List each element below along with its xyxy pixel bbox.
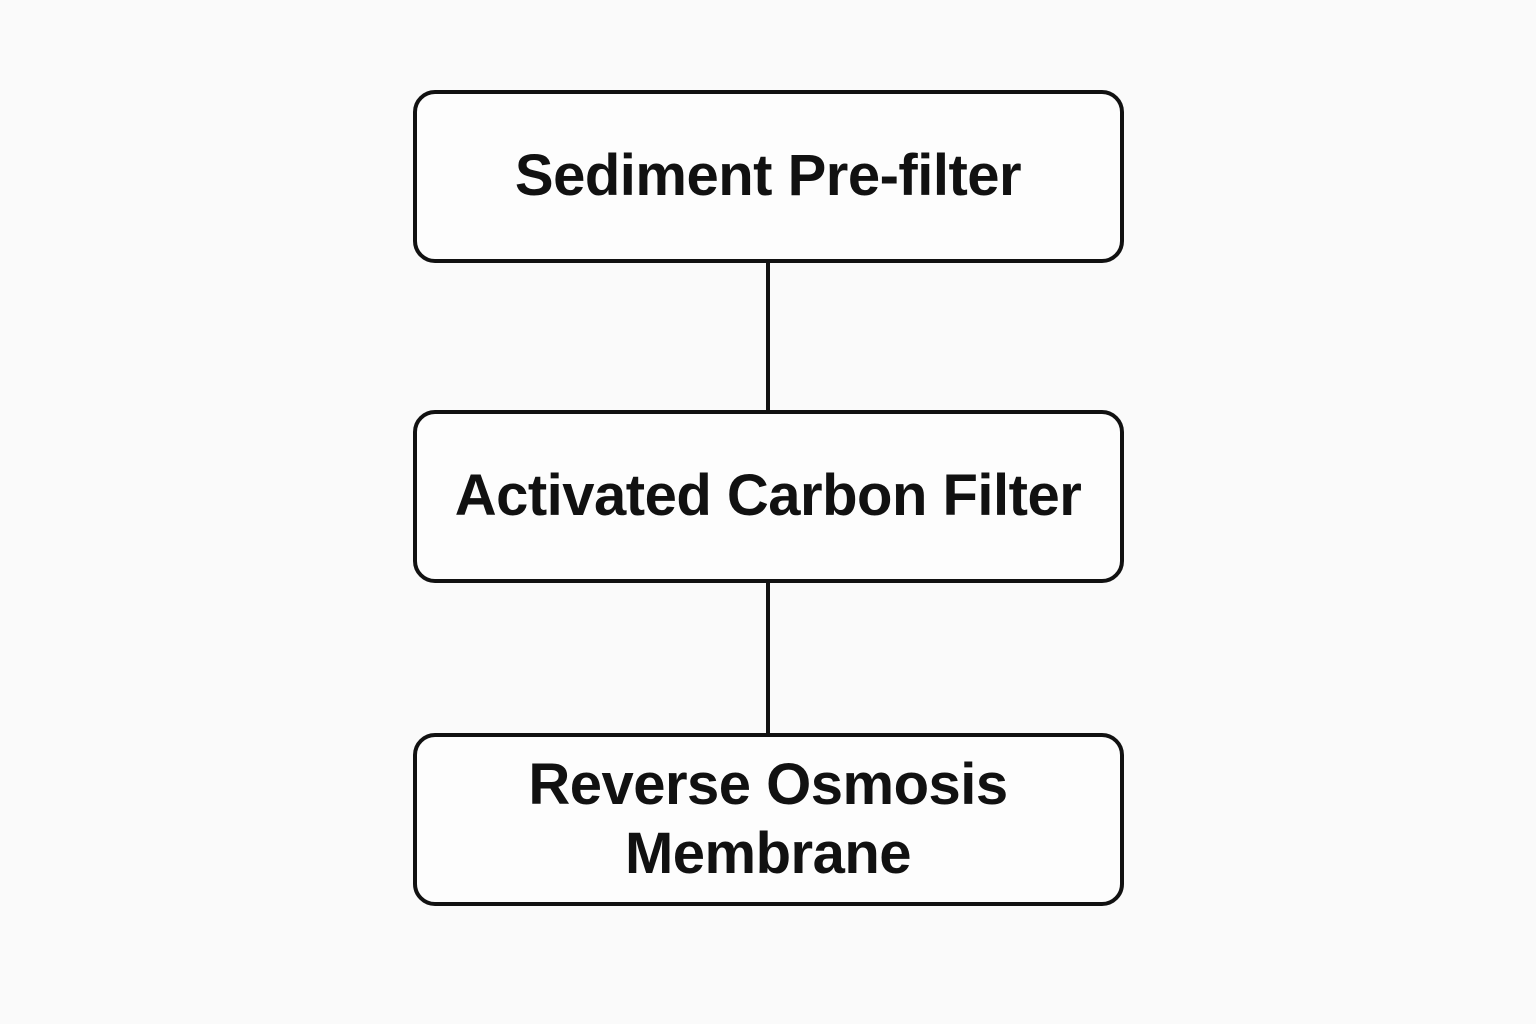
flowchart-node-reverse-osmosis-membrane: Reverse Osmosis Membrane <box>412 733 1124 906</box>
connector-edge-sediment-to-carbon <box>766 263 770 410</box>
node-label-activated-carbon-filter: Activated Carbon Filter <box>454 463 1082 529</box>
flowchart-node-activated-carbon-filter: Activated Carbon Filter <box>412 410 1124 583</box>
node-label-reverse-osmosis-membrane: Reverse Osmosis Membrane <box>528 752 1008 886</box>
connector-edge-carbon-to-reverse-osmosis <box>766 583 770 733</box>
flowchart-node-sediment-pre-filter: Sediment Pre-filter <box>412 90 1124 263</box>
node-label-sediment-pre-filter: Sediment Pre-filter <box>514 143 1022 209</box>
